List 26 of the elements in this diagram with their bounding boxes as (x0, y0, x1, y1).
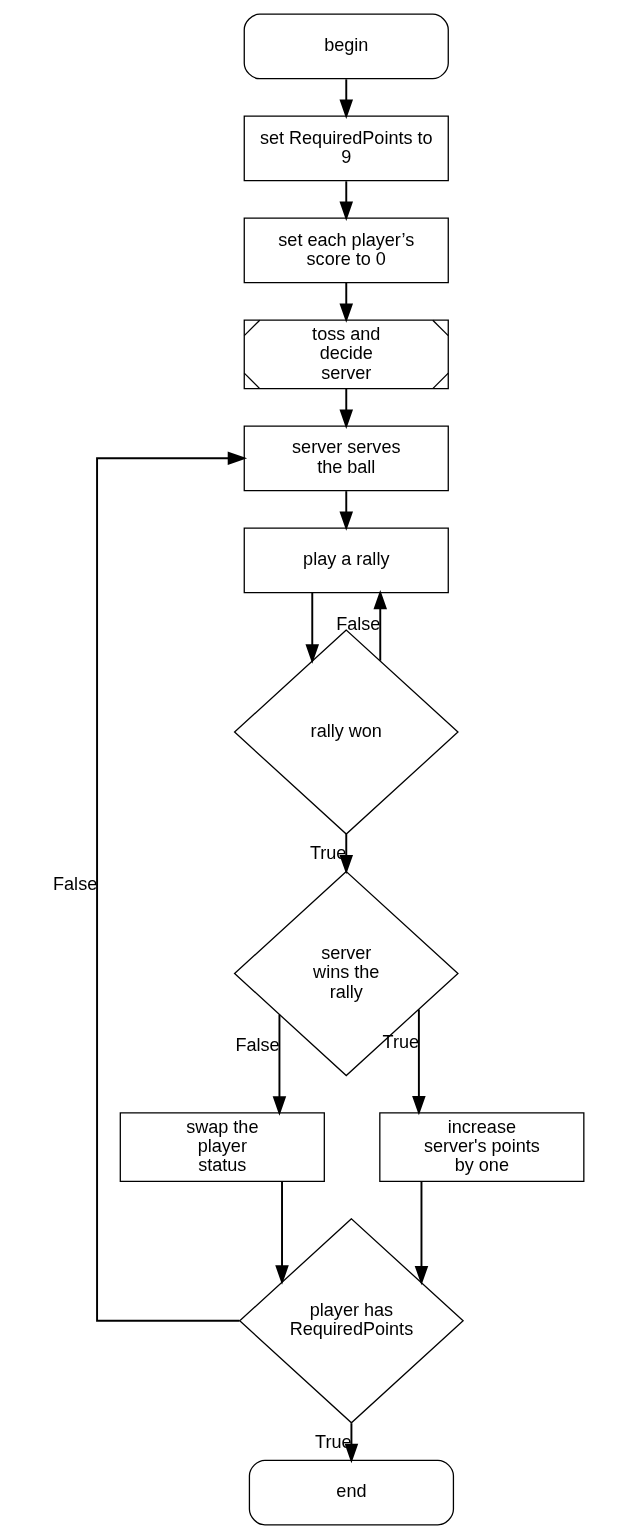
node-diamond: rally won (233, 629, 459, 835)
node-box: increase server's points by one (379, 1112, 585, 1183)
arrow (96, 451, 248, 1322)
node-box: begin (243, 13, 449, 80)
node-box: set RequiredPoints to 9 (243, 115, 449, 182)
node-box: end (248, 1459, 455, 1526)
arrow (339, 833, 354, 875)
arrow (339, 180, 354, 221)
node-diamond: player has RequiredPoints (238, 1217, 465, 1424)
node-box: set each player’s score to 0 (243, 217, 449, 284)
arrow (339, 281, 354, 323)
edge-label: False (235, 1035, 280, 1056)
arrow (272, 1013, 287, 1116)
arrow (339, 388, 354, 429)
arrow (339, 490, 354, 531)
arrow (373, 589, 388, 662)
arrow (339, 78, 354, 119)
edge-label: True (382, 1032, 420, 1053)
arrow (344, 1422, 359, 1464)
node-box: play a rally (243, 527, 449, 594)
arrow (305, 591, 320, 664)
arrow (414, 1180, 429, 1286)
arrow (412, 1008, 426, 1116)
node-box: swap the player status (119, 1112, 325, 1183)
arrow (275, 1180, 289, 1285)
node-box: server serves the ball (243, 425, 449, 492)
